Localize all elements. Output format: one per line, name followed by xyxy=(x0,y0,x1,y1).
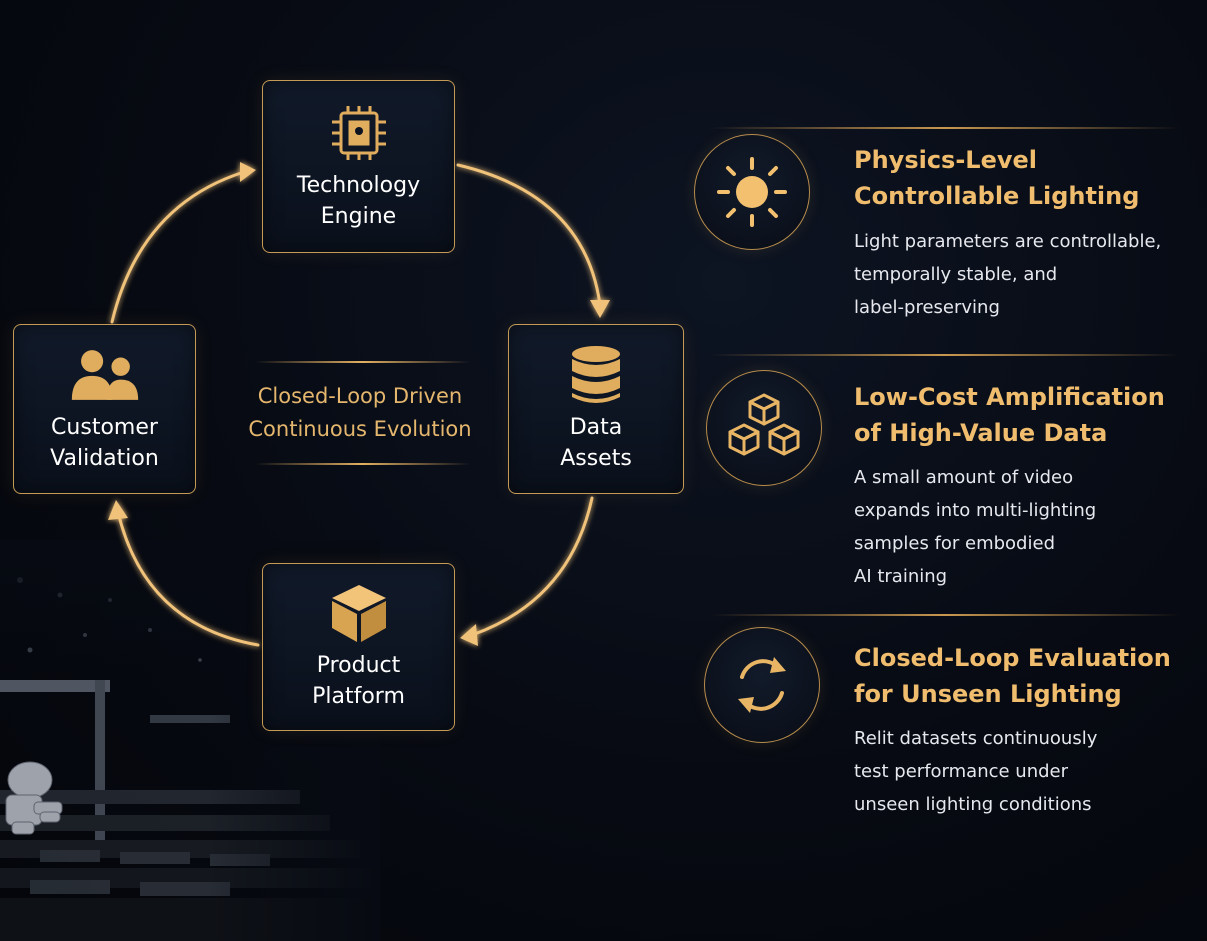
arrowhead-engine xyxy=(240,162,256,182)
arrow-engine-to-data xyxy=(456,163,602,307)
feature-closed-loop-evaluation: Closed-Loop Evaluation for Unseen Lighti… xyxy=(694,627,1184,827)
database-icon xyxy=(561,344,631,406)
cubes-icon xyxy=(728,393,800,456)
arrowhead-platform xyxy=(460,624,478,646)
feature-data-amplification: Low-Cost Amplification of High-Value Dat… xyxy=(694,368,1184,598)
feature-badge xyxy=(704,627,820,743)
feature-description: Relit datasets continuously test perform… xyxy=(854,728,1098,815)
node-label: Technology Engine xyxy=(296,172,421,229)
feature-title: Physics-Level Controllable Lighting xyxy=(854,146,1140,210)
arrow-customer-to-engine xyxy=(110,170,246,324)
arrow-data-to-platform xyxy=(470,496,594,637)
feature-description: A small amount of video expands into mul… xyxy=(854,467,1097,587)
arrowhead-data xyxy=(590,300,610,318)
users-icon xyxy=(70,344,140,406)
node-data-assets: Data Assets xyxy=(508,324,684,494)
center-divider-bottom xyxy=(255,463,470,465)
chip-icon xyxy=(324,102,394,164)
feature-controllable-lighting: Physics-Level Controllable Lighting Ligh… xyxy=(694,134,1184,334)
feature-description: Light parameters are controllable, tempo… xyxy=(854,231,1162,318)
node-label: Product Platform xyxy=(312,653,405,709)
node-customer-validation: Customer Validation xyxy=(13,324,196,494)
node-label: Data Assets xyxy=(560,415,632,471)
node-technology-engine: Technology Engine xyxy=(262,80,455,253)
center-divider-top xyxy=(255,361,470,363)
feature-separator-1 xyxy=(710,354,1180,356)
sun-icon xyxy=(717,157,787,227)
cycle-arrows-icon xyxy=(738,657,786,713)
feature-title: Closed-Loop Evaluation for Unseen Lighti… xyxy=(854,644,1171,708)
feature-badge xyxy=(694,134,810,250)
node-label: Customer Validation xyxy=(50,415,159,471)
feature-separator-2 xyxy=(710,614,1180,616)
feature-separator-top xyxy=(710,127,1180,129)
feature-badge xyxy=(706,370,822,486)
cube-icon xyxy=(324,582,394,644)
node-product-platform: Product Platform xyxy=(262,563,455,731)
center-caption: Closed-Loop Driven Continuous Evolution xyxy=(248,384,472,441)
arrowhead-customer xyxy=(108,500,128,520)
feature-title: Low-Cost Amplification of High-Value Dat… xyxy=(854,383,1165,447)
